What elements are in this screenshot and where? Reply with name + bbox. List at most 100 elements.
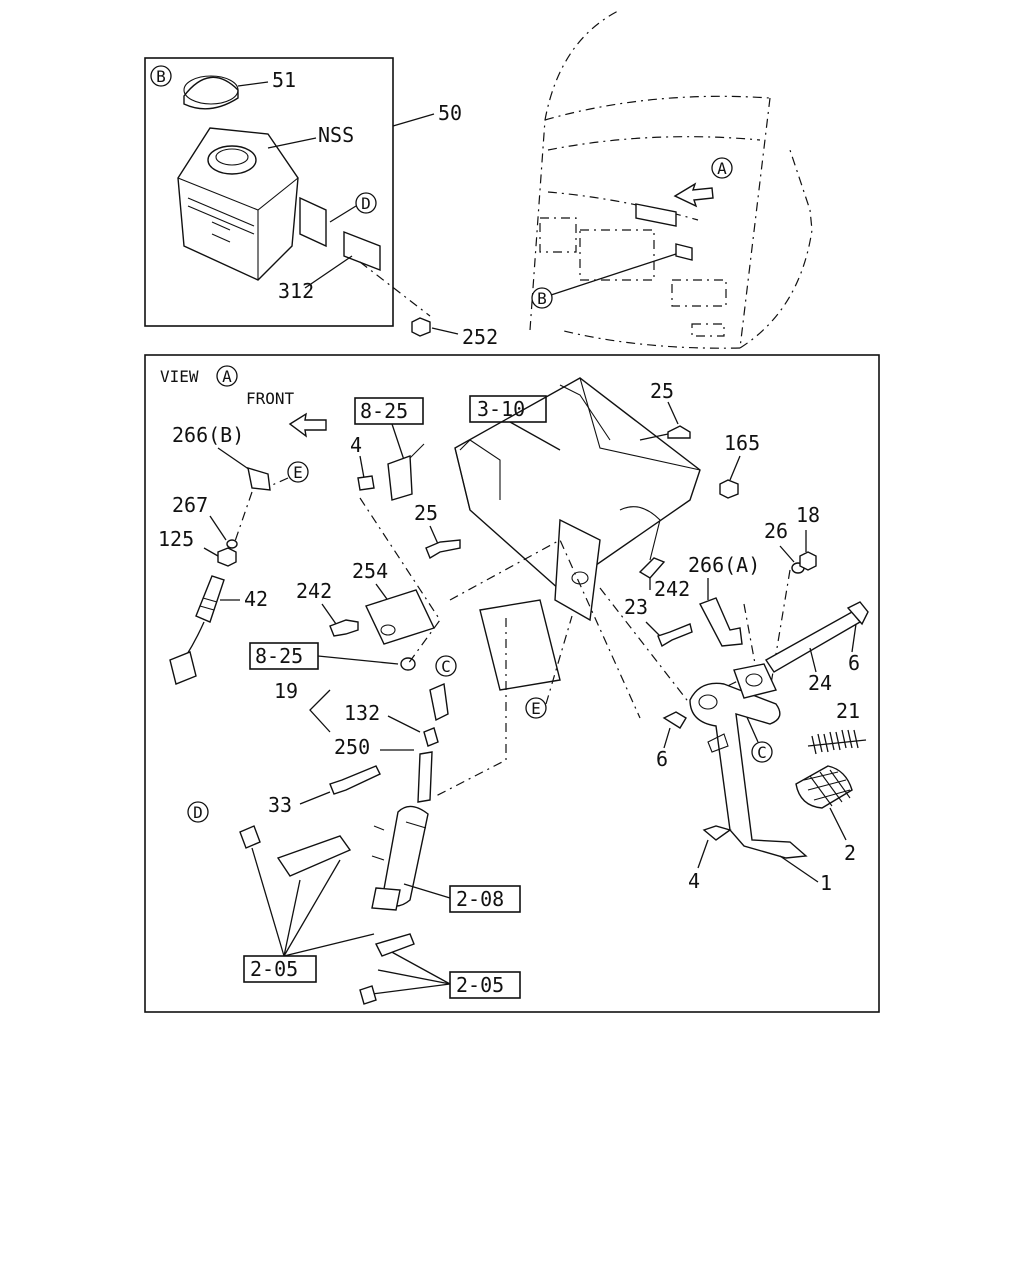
d-marker-left: D <box>193 803 203 822</box>
box-3-10 <box>469 395 547 423</box>
switch-8-25 <box>387 455 413 501</box>
label-6-mid: 6 <box>656 747 668 771</box>
clutch-pedal-arm <box>689 663 808 859</box>
master-cylinder <box>371 805 429 911</box>
box-2-05-right <box>449 971 521 999</box>
label-312: 312 <box>278 279 314 303</box>
ref-2-05-left: 2-05 <box>250 957 298 981</box>
label-26: 26 <box>764 519 788 543</box>
label-266b: 266(B) <box>172 423 244 447</box>
label-242-right: 242 <box>654 577 690 601</box>
bolt-4-bottom <box>702 825 732 841</box>
nut-252 <box>411 317 431 337</box>
view-label: VIEW <box>160 367 199 386</box>
view-a-panel: VIEW A FRONT 3-10 25 165 266(B) <box>144 354 880 1013</box>
clip-266b <box>247 466 271 491</box>
label-50: 50 <box>438 101 462 125</box>
label-1: 1 <box>820 871 832 895</box>
cab-reservoir-location <box>675 243 693 261</box>
part-8-25-mid <box>400 657 416 671</box>
fitting-2-05 <box>374 933 415 957</box>
reservoir-inset: B 51 NSS D 312 <box>144 57 498 349</box>
cab-view-a-marker: A <box>717 159 727 178</box>
shaft-24 <box>764 611 862 673</box>
bolt-242-left <box>329 619 359 637</box>
rod-250 <box>417 751 433 803</box>
label-165: 165 <box>724 431 760 455</box>
label-250: 250 <box>334 735 370 759</box>
bolt-25-top <box>667 425 691 439</box>
fitting-d <box>239 825 261 849</box>
view-a-frame <box>144 354 880 1013</box>
label-242-left: 242 <box>296 579 332 603</box>
label-42: 42 <box>244 587 268 611</box>
label-6-right: 6 <box>848 651 860 675</box>
bracket-312 <box>343 230 381 272</box>
nut-132 <box>423 727 439 747</box>
spring-21 <box>807 729 867 755</box>
label-266a: 266(A) <box>688 553 760 577</box>
reservoir-bracket <box>299 196 327 248</box>
pedal-pad-2 <box>795 765 853 809</box>
ref-2-08: 2-08 <box>456 887 504 911</box>
ref-8-25-top: 8-25 <box>360 399 408 423</box>
label-25-top: 25 <box>650 379 674 403</box>
ref-3-10: 3-10 <box>477 397 525 421</box>
label-125: 125 <box>158 527 194 551</box>
e-marker-mid: E <box>531 699 541 718</box>
label-33: 33 <box>268 793 292 817</box>
nut-125 <box>217 547 237 567</box>
reservoir-cap <box>183 75 239 110</box>
label-267: 267 <box>172 493 208 517</box>
hose <box>276 835 352 877</box>
c-marker-right: C <box>757 743 767 762</box>
box-2-08 <box>449 885 521 913</box>
label-19: 19 <box>274 679 298 703</box>
pin-6-right <box>846 601 869 626</box>
label-254: 254 <box>352 559 388 583</box>
bolt-2-05 <box>359 985 377 1005</box>
bolt-25-mid <box>425 539 461 560</box>
label-4-bottom: 4 <box>688 869 700 893</box>
inset-view-marker: B <box>156 67 166 86</box>
clevis-19 <box>429 682 449 722</box>
switch-42 <box>169 575 225 685</box>
pedal-bracket-frame <box>454 377 701 691</box>
view-a-marker: A <box>222 367 232 386</box>
ref-2-05-right: 2-05 <box>456 973 504 997</box>
bolt-4-top <box>357 475 375 491</box>
cab-front-view: A B <box>529 9 813 349</box>
bracket-254 <box>365 589 435 645</box>
cab-bracket <box>635 203 677 227</box>
front-label: FRONT <box>246 389 295 408</box>
label-252: 252 <box>462 325 498 349</box>
washer-267 <box>226 539 238 549</box>
label-25-mid: 25 <box>414 501 438 525</box>
bolt-33 <box>329 765 381 795</box>
nut-165 <box>719 479 739 499</box>
label-132: 132 <box>344 701 380 725</box>
bolt-242-right <box>638 557 666 579</box>
front-arrow <box>288 412 327 438</box>
label-18: 18 <box>796 503 820 527</box>
clip-266a <box>699 597 743 647</box>
nut-18 <box>799 551 817 571</box>
box-2-05-left <box>243 955 317 983</box>
view-a-arrow <box>673 182 714 208</box>
pin-6-mid <box>662 711 687 729</box>
label-nss: NSS <box>318 123 354 147</box>
c-marker-top: C <box>441 657 451 676</box>
label-21: 21 <box>836 699 860 723</box>
label-51: 51 <box>272 68 296 92</box>
label-4-top: 4 <box>350 433 362 457</box>
bolt-23 <box>657 623 693 648</box>
cab-b-marker: B <box>537 289 547 308</box>
inset-frame <box>144 57 394 327</box>
e-marker-top: E <box>293 463 303 482</box>
label-2: 2 <box>844 841 856 865</box>
box-8-25-top <box>354 397 424 425</box>
ref-8-25-mid: 8-25 <box>255 644 303 668</box>
inset-d-marker: D <box>361 194 371 213</box>
label-24: 24 <box>808 671 832 695</box>
